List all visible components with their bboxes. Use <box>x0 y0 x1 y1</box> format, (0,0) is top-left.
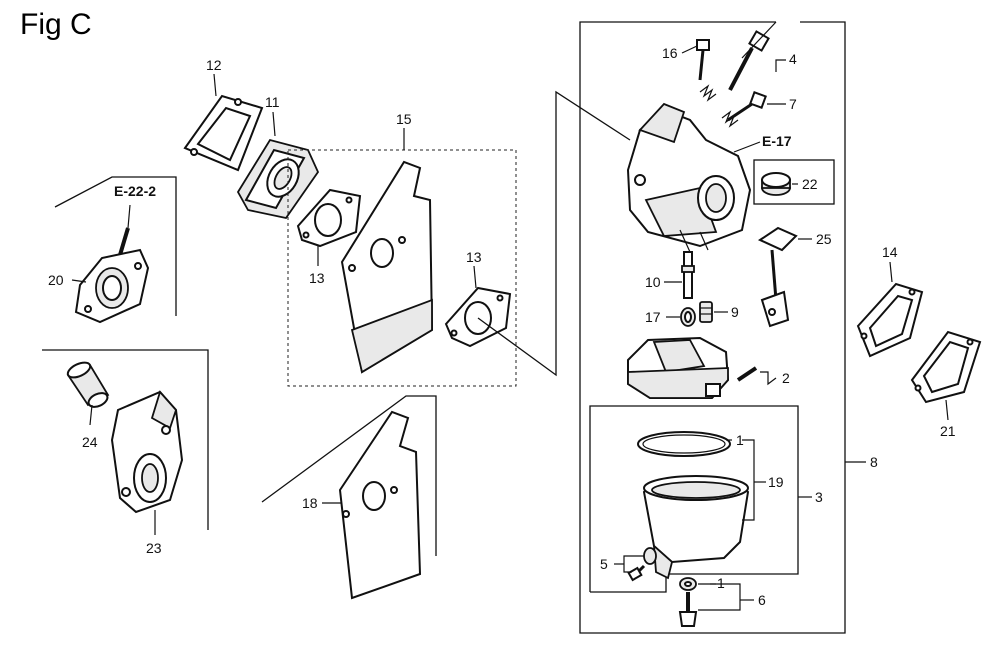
callout-1b: 1 <box>717 575 725 591</box>
part-spring <box>699 84 739 128</box>
part-16-screw <box>696 39 710 81</box>
part-5-drain-screw <box>627 547 657 582</box>
part-15-plate <box>340 160 434 374</box>
part-17-oring <box>680 307 696 327</box>
frame-22 <box>753 159 835 205</box>
part-14-gasket <box>856 282 924 358</box>
part-6-bolt <box>678 592 698 627</box>
callout-6: 6 <box>758 592 766 608</box>
callout-25: 25 <box>816 231 832 247</box>
callout-17: 17 <box>645 309 661 325</box>
callout-4: 4 <box>789 51 797 67</box>
callout-2: 2 <box>782 370 790 386</box>
frame-8-carb-assembly <box>579 21 846 634</box>
part-1-gasket-ring <box>637 431 731 457</box>
callout-15: 15 <box>396 111 412 127</box>
callout-5: 5 <box>600 556 608 572</box>
ref-e17: E-17 <box>762 133 792 149</box>
callout-3: 3 <box>815 489 823 505</box>
carburetor-body <box>626 102 752 253</box>
callout-16: 16 <box>662 45 678 61</box>
callout-24: 24 <box>82 434 98 450</box>
frame-15 <box>287 149 517 387</box>
callout-18: 18 <box>302 495 318 511</box>
part-13-gasket-left <box>296 188 362 248</box>
callout-10: 10 <box>645 274 661 290</box>
part-22-cap <box>761 172 791 196</box>
frame-3-float-bowl <box>589 405 799 593</box>
callout-13a: 13 <box>309 270 325 286</box>
part-7-screw <box>727 91 767 122</box>
callout-8: 8 <box>870 454 878 470</box>
part-20-flange <box>74 227 150 324</box>
callout-14: 14 <box>882 244 898 260</box>
part-12-gasket <box>183 94 264 172</box>
callout-13b: 13 <box>466 249 482 265</box>
part-float-bowl <box>642 475 750 580</box>
ref-e22-2: E-22-2 <box>114 183 156 199</box>
callout-20: 20 <box>48 272 64 288</box>
part-4-pilot-screw <box>728 21 786 91</box>
part-float <box>627 336 730 399</box>
part-23-insulator <box>110 390 184 514</box>
callout-22: 22 <box>802 176 818 192</box>
part-2-pin <box>736 366 758 382</box>
callout-11: 11 <box>265 94 280 110</box>
frame-18 <box>261 395 437 556</box>
figure-title: Fig C <box>20 8 92 41</box>
callout-7: 7 <box>789 96 797 112</box>
callout-21: 21 <box>940 423 956 439</box>
frame-lower-left <box>42 349 209 530</box>
callout-19: 19 <box>768 474 784 490</box>
part-11-spacer <box>236 138 320 220</box>
callout-23: 23 <box>146 540 162 556</box>
part-9-jet <box>699 301 713 323</box>
part-10-needle <box>681 251 695 299</box>
part-21-gasket <box>910 330 982 404</box>
frame-e22-2 <box>54 176 177 316</box>
callout-12: 12 <box>206 57 222 73</box>
part-18-plate <box>338 410 422 600</box>
part-13-gasket-right <box>444 286 512 348</box>
part-1-washer <box>679 577 697 591</box>
part-25-float-arm <box>757 226 798 328</box>
callout-9: 9 <box>731 304 739 320</box>
callout-1a: 1 <box>736 432 744 448</box>
part-24-pin <box>66 361 110 408</box>
